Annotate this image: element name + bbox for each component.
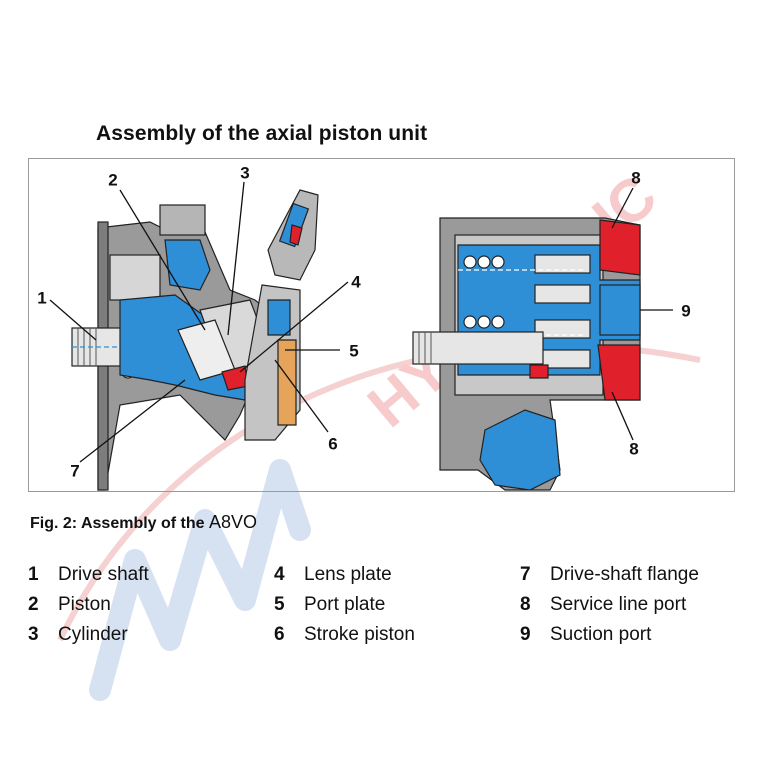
callout-8-bottom: 8	[629, 439, 639, 459]
callout-7: 7	[70, 461, 80, 481]
port-plate-channel	[277, 339, 297, 426]
stroke-piston-spring	[267, 299, 291, 336]
legend-number: 1	[28, 564, 39, 585]
left-cross-section	[71, 189, 319, 491]
legend-label: Port plate	[304, 594, 386, 615]
legend-label: Stroke piston	[304, 624, 415, 645]
legend-number: 8	[520, 594, 531, 615]
housing-top-block	[159, 204, 206, 236]
suction-port	[599, 284, 641, 336]
legend-number: 3	[28, 624, 39, 645]
page-title: Assembly of the axial piston unit	[96, 122, 428, 145]
right-shaft-splines	[418, 332, 432, 364]
right-drive-shaft	[412, 331, 544, 365]
legend-item: 7 Drive-shaft flange	[520, 564, 699, 586]
leader-lines	[49, 181, 673, 463]
leader-4	[239, 281, 349, 373]
legend-number: 4	[274, 564, 285, 585]
legend-label: Service line port	[550, 594, 687, 615]
callout-5: 5	[349, 341, 359, 361]
legend-label: Lens plate	[304, 564, 392, 585]
legend-label: Cylinder	[58, 624, 128, 645]
valve-red-core	[289, 224, 303, 246]
leader-6	[274, 359, 329, 433]
legend-label: Drive-shaft flange	[550, 564, 699, 585]
callout-4: 4	[351, 272, 361, 292]
legend-item: 5 Port plate	[274, 594, 385, 616]
legend-label: Drive shaft	[58, 564, 149, 585]
figure-caption: Fig. 2: Assembly of the A8VO	[30, 512, 257, 533]
legend-item: 4 Lens plate	[274, 564, 392, 586]
legend-item: 6 Stroke piston	[274, 624, 415, 646]
legend-label: Suction port	[550, 624, 652, 645]
callout-3: 3	[240, 163, 250, 183]
diagram-frame	[28, 158, 735, 492]
leader-2	[119, 189, 206, 331]
caption-prefix: Fig. 2: Assembly of the	[30, 515, 209, 532]
service-line-port-upper	[599, 219, 641, 276]
service-line-port-lower	[597, 344, 641, 401]
legend-number: 6	[274, 624, 285, 645]
leader-1	[49, 299, 97, 341]
leader-8-top	[611, 187, 634, 229]
legend-item: 1 Drive shaft	[28, 564, 149, 586]
oil-passage-upper	[164, 239, 211, 291]
bearing-housing	[109, 254, 161, 301]
legend-item: 8 Service line port	[520, 594, 686, 616]
legend-number: 2	[28, 594, 39, 615]
caption-model: A8VO	[209, 512, 258, 532]
leader-8-bottom	[611, 391, 634, 441]
callout-8-top: 8	[631, 168, 641, 188]
legend-number: 5	[274, 594, 285, 615]
legend-item: 9 Suction port	[520, 624, 651, 646]
parts-legend: 1 Drive shaft 2 Piston 3 Cylinder 4 Lens pla…	[28, 564, 748, 654]
right-cross-section	[412, 217, 641, 491]
stroke-piston-drum	[479, 409, 561, 491]
callout-2: 2	[108, 170, 118, 190]
lower-red-accent	[529, 364, 549, 379]
legend-label: Piston	[58, 594, 111, 615]
right-bearings	[463, 255, 505, 329]
callout-6: 6	[328, 434, 338, 454]
leader-3	[227, 181, 245, 336]
right-pistons	[534, 254, 591, 369]
callout-9: 9	[681, 301, 691, 321]
legend-number: 9	[520, 624, 531, 645]
callout-1: 1	[37, 288, 47, 308]
legend-number: 7	[520, 564, 531, 585]
leader-7	[79, 379, 186, 463]
legend-item: 3 Cylinder	[28, 624, 128, 646]
legend-item: 2 Piston	[28, 594, 111, 616]
